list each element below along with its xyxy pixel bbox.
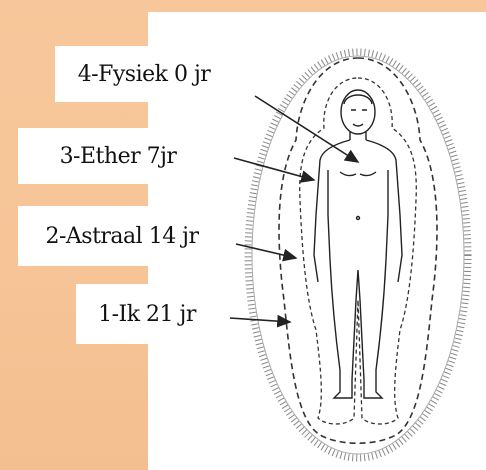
- label-astraal: 2-Astraal 14 jr: [18, 206, 226, 266]
- arrow-ik: [230, 318, 290, 322]
- label-ether: 3-Ether 7jr: [18, 128, 218, 184]
- label-ik: 1-Ik 21 jr: [76, 284, 218, 344]
- human-figure: [314, 90, 402, 398]
- arrow-fysiek: [255, 96, 358, 162]
- label-fysiek: 4-Fysiek 0 jr: [55, 46, 233, 102]
- etheric-body-outline: [300, 78, 417, 424]
- arrow-astraal: [236, 244, 296, 258]
